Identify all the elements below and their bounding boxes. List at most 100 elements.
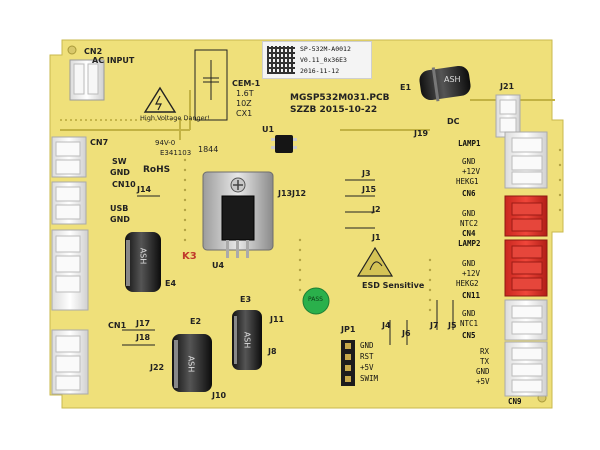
cn4-ref: CN4 <box>462 229 476 238</box>
hv-warning-icon <box>143 86 177 113</box>
lamp1-label: LAMP1 <box>458 139 481 148</box>
cn11-ref: CN11 <box>462 291 481 300</box>
lamp1-pin1: GND <box>462 157 476 166</box>
cn7-connector <box>51 136 87 178</box>
pcb-name: MGSP532M031.PCB <box>290 93 390 103</box>
cn5-ref: CN5 <box>462 331 476 340</box>
pass-sticker <box>302 287 330 315</box>
cap-l1: 1.6T <box>236 89 254 98</box>
label-usb: USB <box>110 204 129 213</box>
cn5-pin0: GND <box>462 309 476 318</box>
cn11-red-connector <box>504 239 548 297</box>
cn4-red-connector <box>504 195 548 237</box>
jp1-rst: RST <box>360 352 374 361</box>
sticker-line1: SP-532M-A0012 <box>300 45 351 53</box>
cn11-pin2: HEKG2 <box>456 279 479 288</box>
label-j12: J12 <box>292 189 307 198</box>
jp1-gnd: GND <box>360 341 374 350</box>
rohs-mark: RoHS <box>143 165 171 175</box>
label-j15: J15 <box>362 185 377 194</box>
label-j14: J14 <box>137 185 152 194</box>
label-jp1: JP1 <box>341 325 356 334</box>
label-ac-input: AC INPUT <box>92 56 135 65</box>
jp1-swim: SWIM <box>360 374 379 383</box>
cap-l2: 10Z <box>236 99 252 108</box>
label-j17: J17 <box>136 319 151 328</box>
k3-mark: K3 <box>182 251 197 262</box>
cn4-pin1: NTC2 <box>460 219 479 228</box>
lamp1-pin3: HEKG1 <box>456 177 479 186</box>
e1-text: ASH <box>444 75 461 84</box>
label-e3: E3 <box>240 295 252 304</box>
e3-capacitor <box>232 310 262 370</box>
label-j10: J10 <box>212 391 227 400</box>
ul-num: E341103 <box>160 149 192 157</box>
label-j19: J19 <box>414 129 429 138</box>
label-e1: E1 <box>400 83 412 92</box>
qr-code <box>267 46 295 74</box>
hv-text: High Voltage Danger! <box>140 114 210 122</box>
cn5-connector <box>504 299 548 341</box>
e2-capacitor <box>172 334 212 392</box>
label-j7: J7 <box>430 321 439 330</box>
label-e4: E4 <box>165 279 177 288</box>
label-gnd2: GND <box>110 215 130 224</box>
cn9-5v: +5V <box>476 377 490 386</box>
cap-cem: CEM-1 <box>232 79 261 88</box>
cn4-pin0: GND <box>462 209 476 218</box>
cn6-connector <box>504 131 548 189</box>
label-j13: J13 <box>278 189 293 198</box>
label-j4: J4 <box>382 321 391 330</box>
label-cn2: CN2 <box>84 47 103 56</box>
label-u4: U4 <box>212 261 225 270</box>
sticker-line3: 2016-11-12 <box>300 67 340 75</box>
label-j11: J11 <box>270 315 285 324</box>
cn11-pin1: +12V <box>462 269 481 278</box>
jumper-marks <box>122 179 454 346</box>
cn6-ref: CN6 <box>462 189 476 198</box>
label-j22: J22 <box>150 363 165 372</box>
e4-capacitor <box>125 232 161 292</box>
cn11-pin0: GND <box>462 259 476 268</box>
cn1-connector <box>51 329 89 395</box>
esd-icon <box>356 246 394 277</box>
cn9-tx: TX <box>480 357 490 366</box>
cn-left-big-connector <box>51 229 89 311</box>
date-code: 1844 <box>198 145 219 154</box>
cn5-pin1: NTC1 <box>460 319 479 328</box>
pass-text: PASS <box>308 296 323 303</box>
jp1-5v: +5V <box>360 363 374 372</box>
e2-text: ASH <box>186 355 196 373</box>
cn9-rx: RX <box>480 347 490 356</box>
e3-text: ASH <box>242 331 252 349</box>
sticker-line2: V0.11_0x36E3 <box>300 56 347 64</box>
esd-text: ESD Sensitive <box>362 281 425 290</box>
label-e2: E2 <box>190 317 202 326</box>
label-cn10: CN10 <box>112 180 136 189</box>
lamp2-label: LAMP2 <box>458 239 481 248</box>
pcb-outline <box>49 39 564 409</box>
label-dc: DC <box>447 117 460 126</box>
label-u1: U1 <box>262 125 275 134</box>
serial-sticker: SP-532M-A0012 V0.11_0x36E3 2016-11-12 <box>262 41 372 79</box>
label-j21: J21 <box>500 82 515 91</box>
label-cn7: CN7 <box>90 138 109 147</box>
u4-regulator <box>202 171 274 258</box>
label-gnd1: GND <box>110 168 130 177</box>
e4-text: ASH <box>138 247 148 265</box>
label-j8: J8 <box>268 347 277 356</box>
pcb-date: SZZB 2015-10-22 <box>290 105 378 115</box>
ul-code: 94V-0 <box>155 139 176 147</box>
label-sw: SW <box>112 157 127 166</box>
lamp1-pin2: +12V <box>462 167 481 176</box>
jp1-header <box>341 340 355 386</box>
j21-connector <box>495 94 521 138</box>
label-cn1: CN1 <box>108 321 127 330</box>
label-j18: J18 <box>136 333 151 342</box>
cn9-gnd: GND <box>476 367 490 376</box>
label-j1: J1 <box>372 233 381 242</box>
label-j6: J6 <box>402 329 411 338</box>
cap-l3: CX1 <box>236 109 253 118</box>
cn9-ref: CN9 <box>508 397 522 406</box>
